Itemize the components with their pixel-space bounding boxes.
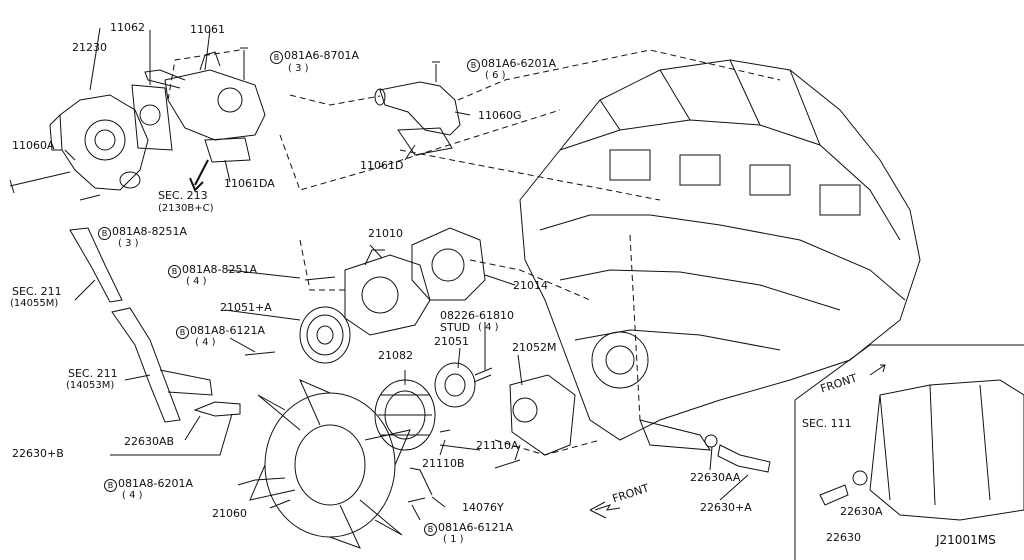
gasket-21014 (411, 227, 486, 301)
label-14076Y: 14076Y (462, 501, 504, 514)
label-stud-qty: ( 4 ) (478, 322, 499, 333)
label-11061: 11061 (190, 23, 225, 36)
hose-14053M (111, 307, 181, 423)
bolt-8701A-text: 081A6-8701A (284, 49, 360, 62)
bolt-symbol-icon: B (98, 227, 111, 240)
label-11061DA: 11061DA (224, 177, 275, 190)
sensor-22630AB (193, 401, 241, 417)
label-bolt-8701A-qty: ( 3 ) (288, 63, 309, 74)
bolt-symbol-icon: B (176, 326, 189, 339)
bolt-6121A-text: 081A8-6121A (190, 324, 266, 337)
water-outlet-11061 (144, 51, 266, 141)
gasket-11062 (131, 84, 173, 151)
label-22630A: 22630A (840, 505, 883, 518)
label-21051: 21051 (434, 335, 469, 348)
diagram-id: J21001MS (936, 533, 996, 547)
front-arrow-inset (869, 364, 886, 376)
label-21052M: 21052M (512, 341, 557, 354)
label-bolt-6201A-b-qty: ( 4 ) (122, 490, 143, 501)
thermostat-housing-21230 (49, 94, 149, 191)
bolt-6201A-text: 081A6-6201A (481, 57, 557, 70)
label-11062: 11062 (110, 21, 145, 34)
label-22630A-plus: 22630+A (700, 501, 752, 514)
label-21082: 21082 (378, 349, 413, 362)
bolt-symbol-icon: B (467, 59, 480, 72)
label-22630AB: 22630AB (124, 435, 175, 448)
label-bolt-6201A-qty: ( 6 ) (485, 70, 506, 81)
label-21230: 21230 (72, 41, 107, 54)
bolt-8251A-b-text: 081A8-8251A (182, 263, 258, 276)
sensor-22630AA (717, 444, 771, 473)
label-11060G: 11060G (478, 109, 522, 122)
gasket-11061DA (204, 137, 251, 163)
label-sec213: SEC. 213 (158, 189, 208, 202)
pulley-21051 (434, 362, 476, 408)
idler-bracket-21052M (509, 374, 576, 456)
label-bolt-6121A-qty: ( 4 ) (195, 337, 216, 348)
water-pump-21010 (344, 249, 431, 336)
label-stud-part: 08226-61810 (440, 309, 514, 322)
label-sec211-b-sub: (14053M) (66, 380, 115, 391)
hose-14055M (69, 227, 123, 303)
label-sec211-a-sub: (14055M) (10, 298, 59, 309)
bolt-11060A (9, 171, 71, 194)
pulley-21051A (299, 306, 351, 364)
bolt-6121A-b-text: 081A6-6121A (438, 521, 514, 534)
label-sec213-sub: (2130B+C) (158, 203, 214, 214)
label-sec211-a: SEC. 211 (12, 285, 62, 298)
label-bolt-6121A-b-qty: ( 1 ) (443, 534, 464, 545)
label-11060A: 11060A (12, 139, 55, 152)
label-sec211-b: SEC. 211 (68, 367, 118, 380)
label-11061D: 11061D (360, 159, 404, 172)
label-sec111: SEC. 111 (802, 417, 852, 430)
label-bolt-8251A-a-qty: ( 3 ) (118, 238, 139, 249)
label-stud: STUD (440, 321, 471, 334)
label-21060: 21060 (212, 507, 247, 520)
water-pipe-11060G (374, 81, 461, 136)
bolt-symbol-icon: B (104, 479, 117, 492)
label-21014: 21014 (513, 279, 548, 292)
engine-block (519, 59, 921, 451)
gasket-11061D (397, 127, 453, 156)
bolt-8251A-a-text: 081A8-8251A (112, 225, 188, 238)
inset-panel (794, 344, 1024, 560)
bolt-symbol-icon: B (270, 51, 283, 64)
label-22630B: 22630+B (12, 447, 64, 460)
bolt-symbol-icon: B (424, 523, 437, 536)
fan-clutch-21082 (374, 379, 436, 451)
label-bolt-8251A-b-qty: ( 4 ) (186, 276, 207, 287)
bolt-6201A-b-text: 081A8-6201A (118, 477, 194, 490)
label-22630: 22630 (826, 531, 861, 544)
label-21110B: 21110B (422, 457, 465, 470)
bolt-symbol-icon: B (168, 265, 181, 278)
sec213-arrow (189, 159, 209, 192)
cooling-fan-21060 (249, 379, 411, 549)
label-22630AA: 22630AA (690, 471, 741, 484)
label-21010: 21010 (368, 227, 403, 240)
front-arrow-main (594, 504, 621, 511)
label-21110A: 21110A (476, 439, 519, 452)
label-21051A: 21051+A (220, 301, 272, 314)
